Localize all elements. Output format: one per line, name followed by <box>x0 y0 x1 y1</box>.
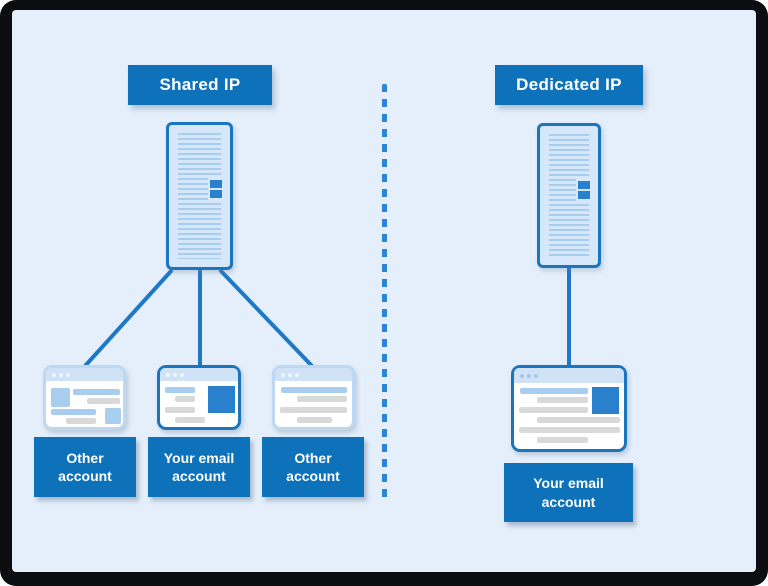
titlebar-dot-icon <box>59 372 63 377</box>
shared-ip-header: Shared IP <box>128 65 272 105</box>
label-other-account-1: Other account <box>34 437 136 497</box>
titlebar-dot-icon <box>52 372 56 377</box>
server-led-squares-icon <box>576 179 592 201</box>
content-bar <box>537 397 588 403</box>
content-bar <box>281 387 347 393</box>
titlebar-dot-icon <box>520 373 524 378</box>
connector-shared-left <box>83 268 174 368</box>
content-bar <box>165 387 195 393</box>
content-bar <box>520 388 588 394</box>
label-your-email-account-dedicated: Your email account <box>504 463 633 522</box>
content-bar <box>537 437 588 443</box>
image-placeholder-accent <box>592 387 619 414</box>
server-rack-icon-dedicated <box>537 123 601 268</box>
dedicated-ip-header: Dedicated IP <box>495 65 643 105</box>
content-bar <box>175 396 195 402</box>
content-bar <box>165 407 195 413</box>
diagram-canvas: Shared IP Dedicated IP <box>12 10 756 572</box>
content-bar <box>297 396 347 402</box>
image-placeholder <box>51 388 70 407</box>
content-bar <box>66 418 96 424</box>
label-other-account-2: Other account <box>262 437 364 497</box>
dashed-divider-line <box>382 84 387 502</box>
titlebar-dot-icon <box>180 372 184 377</box>
content-bar <box>175 417 205 423</box>
content-bar <box>297 417 332 423</box>
titlebar-dot-icon <box>288 372 292 377</box>
browser-window-other-account-1 <box>43 365 126 430</box>
image-placeholder <box>105 408 121 424</box>
browser-window-other-account-2 <box>272 365 355 430</box>
image-placeholder-accent <box>208 386 235 413</box>
titlebar-dot-icon <box>527 373 531 378</box>
titlebar-dot-icon <box>281 372 285 377</box>
connector-shared-right <box>218 268 314 368</box>
browser-window-your-email-shared <box>157 365 241 430</box>
content-bar <box>519 427 620 433</box>
server-led-squares-icon <box>208 178 224 200</box>
window-titlebar <box>275 368 352 381</box>
content-bar <box>537 417 620 423</box>
content-bar <box>87 398 120 404</box>
titlebar-dot-icon <box>66 372 70 377</box>
browser-window-your-email-dedicated <box>511 365 627 452</box>
titlebar-dot-icon <box>534 373 538 378</box>
window-titlebar <box>46 368 123 381</box>
titlebar-dot-icon <box>166 372 170 377</box>
content-bar <box>280 407 347 413</box>
content-bar <box>519 407 588 413</box>
label-your-email-account-shared: Your email account <box>148 437 250 497</box>
titlebar-dot-icon <box>295 372 299 377</box>
content-bar <box>51 409 96 415</box>
server-rack-icon-shared <box>166 122 233 270</box>
window-titlebar <box>514 368 624 383</box>
window-titlebar <box>160 368 238 381</box>
content-bar <box>73 389 120 395</box>
titlebar-dot-icon <box>173 372 177 377</box>
